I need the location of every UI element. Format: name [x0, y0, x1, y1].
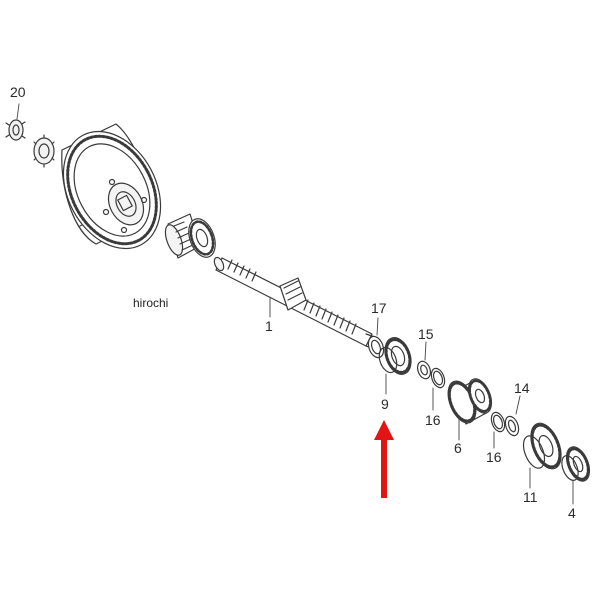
clutch-outer-gear-assembly: [61, 123, 162, 250]
callout-9: 9: [381, 396, 389, 412]
part-11-gear: [522, 422, 562, 489]
part-1-mainshaft: [213, 256, 379, 349]
part-4-gear: [561, 446, 591, 505]
callout-16-a: 16: [425, 412, 441, 428]
part-15-washer: [416, 341, 432, 380]
callout-17: 17: [371, 300, 387, 316]
highlight-arrow: [374, 420, 394, 498]
splined-collar-gear: [164, 213, 216, 259]
callout-15: 15: [418, 326, 434, 342]
part-16-circlip-a: [430, 367, 446, 411]
part-6-gear: [447, 378, 493, 441]
watermark-text: hirochi: [133, 296, 169, 310]
callout-4: 4: [568, 505, 576, 521]
callout-11: 11: [523, 489, 538, 505]
callout-14: 14: [514, 380, 530, 396]
part-16-circlip-b: [490, 411, 506, 449]
part-20-washer: [5, 119, 26, 141]
lock-washer: [33, 134, 55, 168]
callout-16-b: 16: [486, 449, 502, 465]
callout-6: 6: [454, 440, 462, 456]
callout-20: 20: [10, 84, 26, 100]
callout-1: 1: [265, 318, 273, 334]
part-9-gear: [378, 337, 412, 395]
part-14-washer: [504, 395, 521, 437]
leader-line-20: [16, 103, 20, 120]
